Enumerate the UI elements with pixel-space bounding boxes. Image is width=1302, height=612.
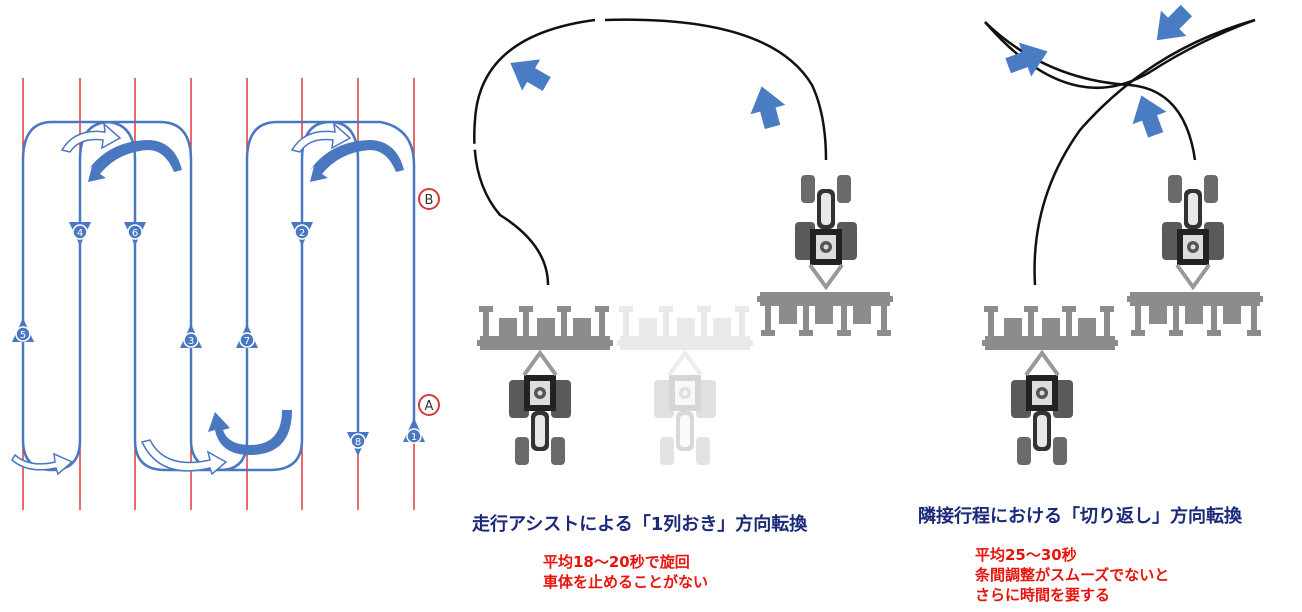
right-note-line2: 条間調整がスムーズでないと — [975, 566, 1170, 584]
step-marker-5: 5 — [12, 318, 34, 342]
right-note-line3: さらに時間を要する — [975, 586, 1111, 604]
step-marker-6: 6 — [124, 222, 146, 246]
tractor-bottom-left — [477, 306, 613, 467]
turn-path-right — [604, 18, 828, 161]
turn-arrows — [11, 122, 404, 476]
tractor-right-upper — [1127, 173, 1263, 336]
step-label-8: 8 — [355, 437, 361, 448]
tractor-top-right — [757, 173, 893, 336]
right-caption: 隣接行程における「切り返し」方向転換 — [918, 506, 1242, 527]
marker-a-label: A — [425, 399, 434, 414]
step-marker-1: 1 — [403, 418, 425, 444]
ghost-tractor — [617, 306, 753, 467]
step-label-1: 1 — [411, 432, 417, 443]
step-label-4: 4 — [77, 228, 83, 239]
step-marker-2: 2 — [291, 222, 313, 246]
marker-b: B — [418, 188, 440, 210]
step-label-3: 3 — [188, 336, 194, 347]
step-marker-4: 4 — [69, 222, 91, 246]
switchback-path-a — [1033, 18, 1256, 286]
step-label-7: 7 — [244, 336, 250, 347]
step-label-2: 2 — [299, 228, 305, 239]
field-pattern-diagram: 1 2 3 4 5 6 7 — [11, 78, 440, 510]
direction-arrow-icon — [501, 47, 556, 100]
switchback-turn-illustration — [982, 0, 1263, 467]
switchback-path-c — [984, 21, 1197, 161]
step-label-5: 5 — [20, 330, 26, 341]
middle-caption: 走行アシストによる「1列おき」方向転換 — [472, 514, 808, 535]
right-note-line1: 平均25～30秒 — [975, 546, 1077, 564]
marker-b-label: B — [425, 193, 434, 208]
direction-arrow-icon — [744, 81, 790, 132]
step-marker-8: 8 — [347, 432, 369, 456]
step-label-6: 6 — [132, 228, 138, 239]
marker-a: A — [418, 394, 440, 416]
skip-row-turn-illustration — [473, 18, 893, 467]
step-marker-3: 3 — [180, 324, 202, 348]
turn-path-left — [473, 18, 596, 286]
tractor-right-lower — [982, 306, 1118, 467]
middle-note-line1: 平均18～20秒で旋回 — [543, 553, 690, 571]
step-marker-7: 7 — [236, 324, 258, 348]
middle-note-line2: 車体を止めることがない — [543, 573, 709, 591]
